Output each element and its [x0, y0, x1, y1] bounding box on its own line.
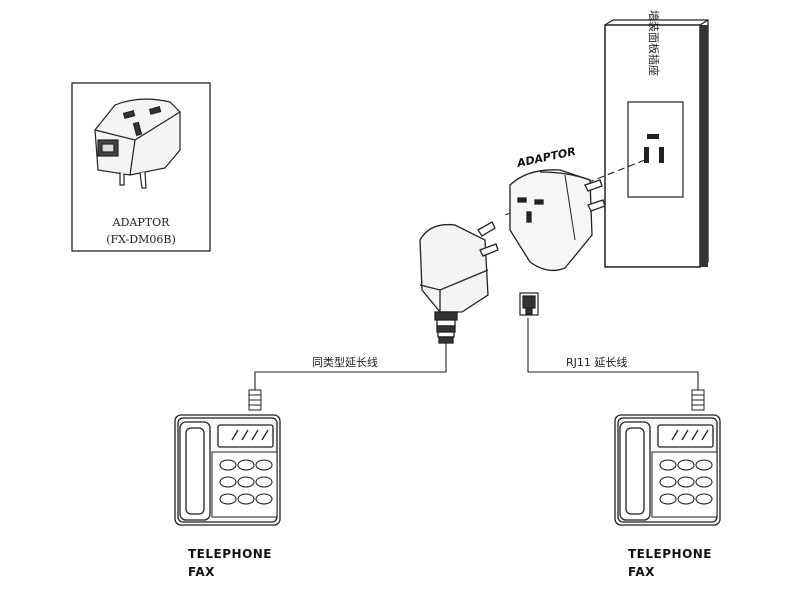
cable-rj11 [527, 318, 699, 390]
inset-name: ADAPTOR [112, 216, 170, 229]
device-right-line1: TELEPHONE [628, 547, 712, 561]
telephone-right-icon [614, 414, 721, 526]
socket-slot-left [644, 147, 649, 163]
wall-panel-label: 墙装面板插座 [647, 10, 661, 76]
inset-box: ADAPTOR (FX-DM06B) [71, 82, 211, 252]
inset-model: (FX-DM06B) [106, 233, 176, 246]
device-left-line2: FAX [188, 565, 215, 579]
telephone-left-icon [174, 414, 281, 526]
cable-same-type [254, 343, 447, 390]
adaptor-icon [509, 169, 606, 272]
adaptor-label: ADAPTOR [515, 145, 577, 170]
cable-same-type-label: 同类型延长线 [312, 355, 378, 369]
adaptor-inset-icon [94, 98, 181, 189]
rj11-plug-right-icon [691, 389, 705, 411]
wall-panel [604, 19, 709, 268]
device-left-line1: TELEPHONE [188, 547, 272, 561]
plug-icon [419, 221, 499, 344]
rj11-plug-left-icon [248, 389, 262, 411]
socket-slot-right [659, 147, 664, 163]
cable-rj11-label: RJ11 延长线 [566, 355, 627, 369]
socket-slot-top [647, 134, 659, 139]
device-right-line2: FAX [628, 565, 655, 579]
rj11-jack-icon [519, 292, 539, 316]
